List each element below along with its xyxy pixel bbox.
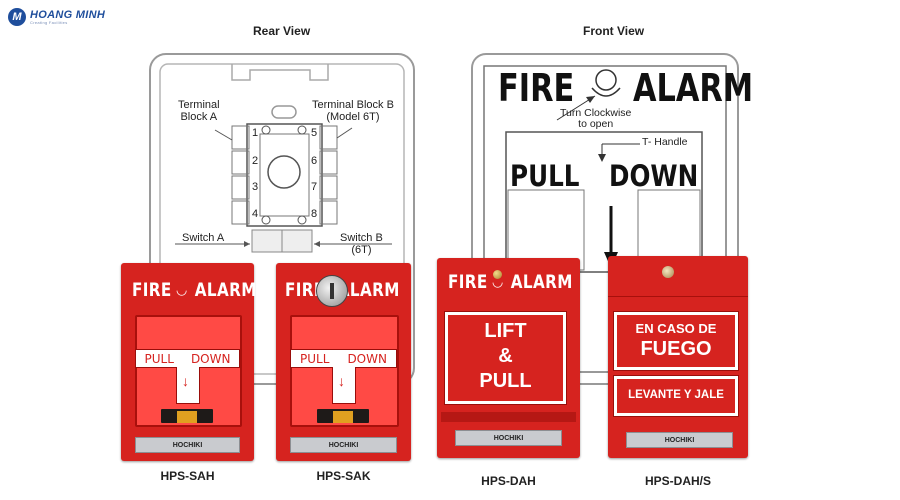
arrow-down-icon: ↓ (182, 373, 189, 389)
cover-line-1: EN CASO DE (635, 321, 717, 336)
hochiki-plate: HOCHIKI (135, 437, 240, 453)
switch-a-label: Switch A (182, 232, 225, 244)
rear-view-title: Rear View (253, 24, 311, 38)
terminal-block-a-label: Terminal Block A (178, 99, 220, 123)
alarm-label: ALARM (510, 271, 573, 293)
fire-label: FIRE (447, 271, 488, 293)
terminal-number: 7 (311, 181, 318, 193)
t-handle-label: T- Handle (642, 136, 688, 148)
fire-label: FIRE (284, 279, 325, 301)
t-handle-stem: ↓ (332, 367, 356, 404)
product-hps-dah: FIRE ◡ ALARM LIFT & PULL HOCHIKI (437, 258, 580, 458)
t-handle-stem: ↓ (176, 367, 200, 404)
front-alarm-text: ALARM (633, 66, 754, 110)
fire-label: FIRE (131, 279, 172, 301)
hochiki-plate: HOCHIKI (455, 430, 562, 446)
key-lock-icon[interactable] (316, 275, 348, 307)
hochiki-plate: HOCHIKI (290, 437, 397, 453)
product-hps-dah-s: EN CASO DE FUEGO LEVANTE Y JALE HOCHIKI (608, 256, 748, 458)
spanish-cover-top[interactable]: EN CASO DE FUEGO (613, 311, 739, 371)
terminal-block-b-label: Terminal Block B (Model 6T) (312, 99, 394, 123)
pull-down-handle[interactable]: PULL DOWN (135, 349, 240, 368)
product-hps-sah: FIRE ◡ ALARM PULL DOWN ↓ HOCHIKI (121, 263, 257, 461)
down-label: DOWN (347, 351, 387, 366)
model-label: HPS-DAH/S (644, 474, 711, 488)
front-down-text: DOWN (609, 159, 699, 193)
turn-clockwise-label: Turn Clockwise to open (560, 107, 632, 131)
cover-line-1: LIFT (484, 320, 527, 342)
front-fire-text: FIRE (498, 66, 575, 110)
alarm-bell-icon: ◡ (176, 282, 187, 298)
handle-slot (161, 409, 213, 423)
cover-hinge (441, 412, 576, 422)
model-label: HPS-SAK (316, 469, 371, 483)
terminal-number: 1 (252, 127, 259, 139)
cover-line-2: FUEGO (640, 338, 712, 360)
terminal-number: 3 (252, 181, 259, 193)
front-pull-text: PULL (510, 159, 580, 193)
model-label: HPS-SAH (160, 469, 215, 483)
arrow-down-icon: ↓ (338, 373, 345, 389)
terminal-number: 6 (311, 155, 318, 167)
pull-label: PULL (300, 351, 330, 366)
product-hps-sak: FIRE ALARM PULL DOWN ↓ HOCHIKI (276, 263, 411, 461)
pull-label: PULL (144, 351, 174, 366)
cover-line-3: PULL (479, 370, 532, 392)
logo-name: HOANG MINH (30, 8, 106, 21)
down-label: DOWN (190, 351, 231, 366)
pull-down-handle[interactable]: PULL DOWN (290, 349, 397, 368)
lift-and-pull-cover[interactable]: LIFT & PULL (444, 311, 567, 405)
handle-slot (317, 409, 369, 423)
screw-icon (662, 266, 674, 278)
hochiki-plate: HOCHIKI (626, 432, 733, 448)
screw-icon (493, 270, 502, 279)
cover-line-2: & (498, 345, 513, 367)
model-label: HPS-DAH (481, 474, 536, 488)
alarm-bell-icon: ◡ (492, 274, 503, 290)
company-logo: M HOANG MINH Creating Facilities (8, 8, 105, 26)
alarm-label: ALARM (194, 279, 257, 301)
alarm-label: ALARM (337, 279, 400, 301)
terminal-number: 2 (252, 155, 259, 167)
terminal-number: 5 (311, 127, 318, 139)
terminal-number: 4 (252, 208, 259, 220)
terminal-number: 8 (311, 208, 318, 220)
switch-b-label: Switch B (6T) (340, 232, 383, 256)
logo-tagline: Creating Facilities (30, 19, 68, 25)
spanish-cover-bottom[interactable]: LEVANTE Y JALE (613, 375, 739, 417)
logo-mark-icon: M (8, 8, 26, 26)
front-view-title: Front View (583, 24, 645, 38)
